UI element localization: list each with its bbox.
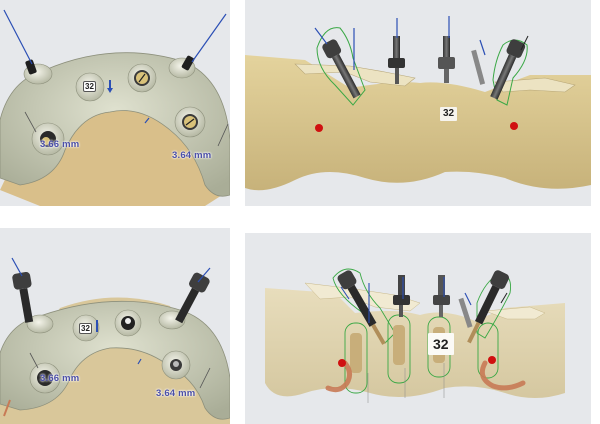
tooth-number-label: 32 (440, 107, 458, 121)
tooth-number-label: 32 (79, 323, 92, 334)
guide-occlusal-render-drivers (0, 257, 230, 424)
panel-transparent-bone-bottom[interactable]: 32 (245, 233, 591, 424)
bone-transparent-render (265, 268, 565, 403)
distance-measurement-left: 3.66 mm (40, 373, 80, 384)
distance-measurement-right: 3.64 mm (156, 388, 196, 399)
tooth-number-label: 32 (83, 81, 96, 92)
distance-measurement-right: 3.64 mm (172, 150, 212, 161)
panel-occlusal-guide-top[interactable]: 32 3.66 mm 3.64 mm (0, 0, 230, 206)
bone-frontal-render (245, 16, 591, 191)
guide-occlusal-render (0, 9, 230, 206)
panel-occlusal-guide-bottom[interactable]: 32 3.66 mm 3.64 mm (0, 228, 230, 424)
tooth-number-label: 32 (428, 333, 454, 355)
panel-frontal-bone-top[interactable]: 32 (245, 0, 591, 206)
distance-measurement-left: 3.66 mm (40, 139, 80, 150)
